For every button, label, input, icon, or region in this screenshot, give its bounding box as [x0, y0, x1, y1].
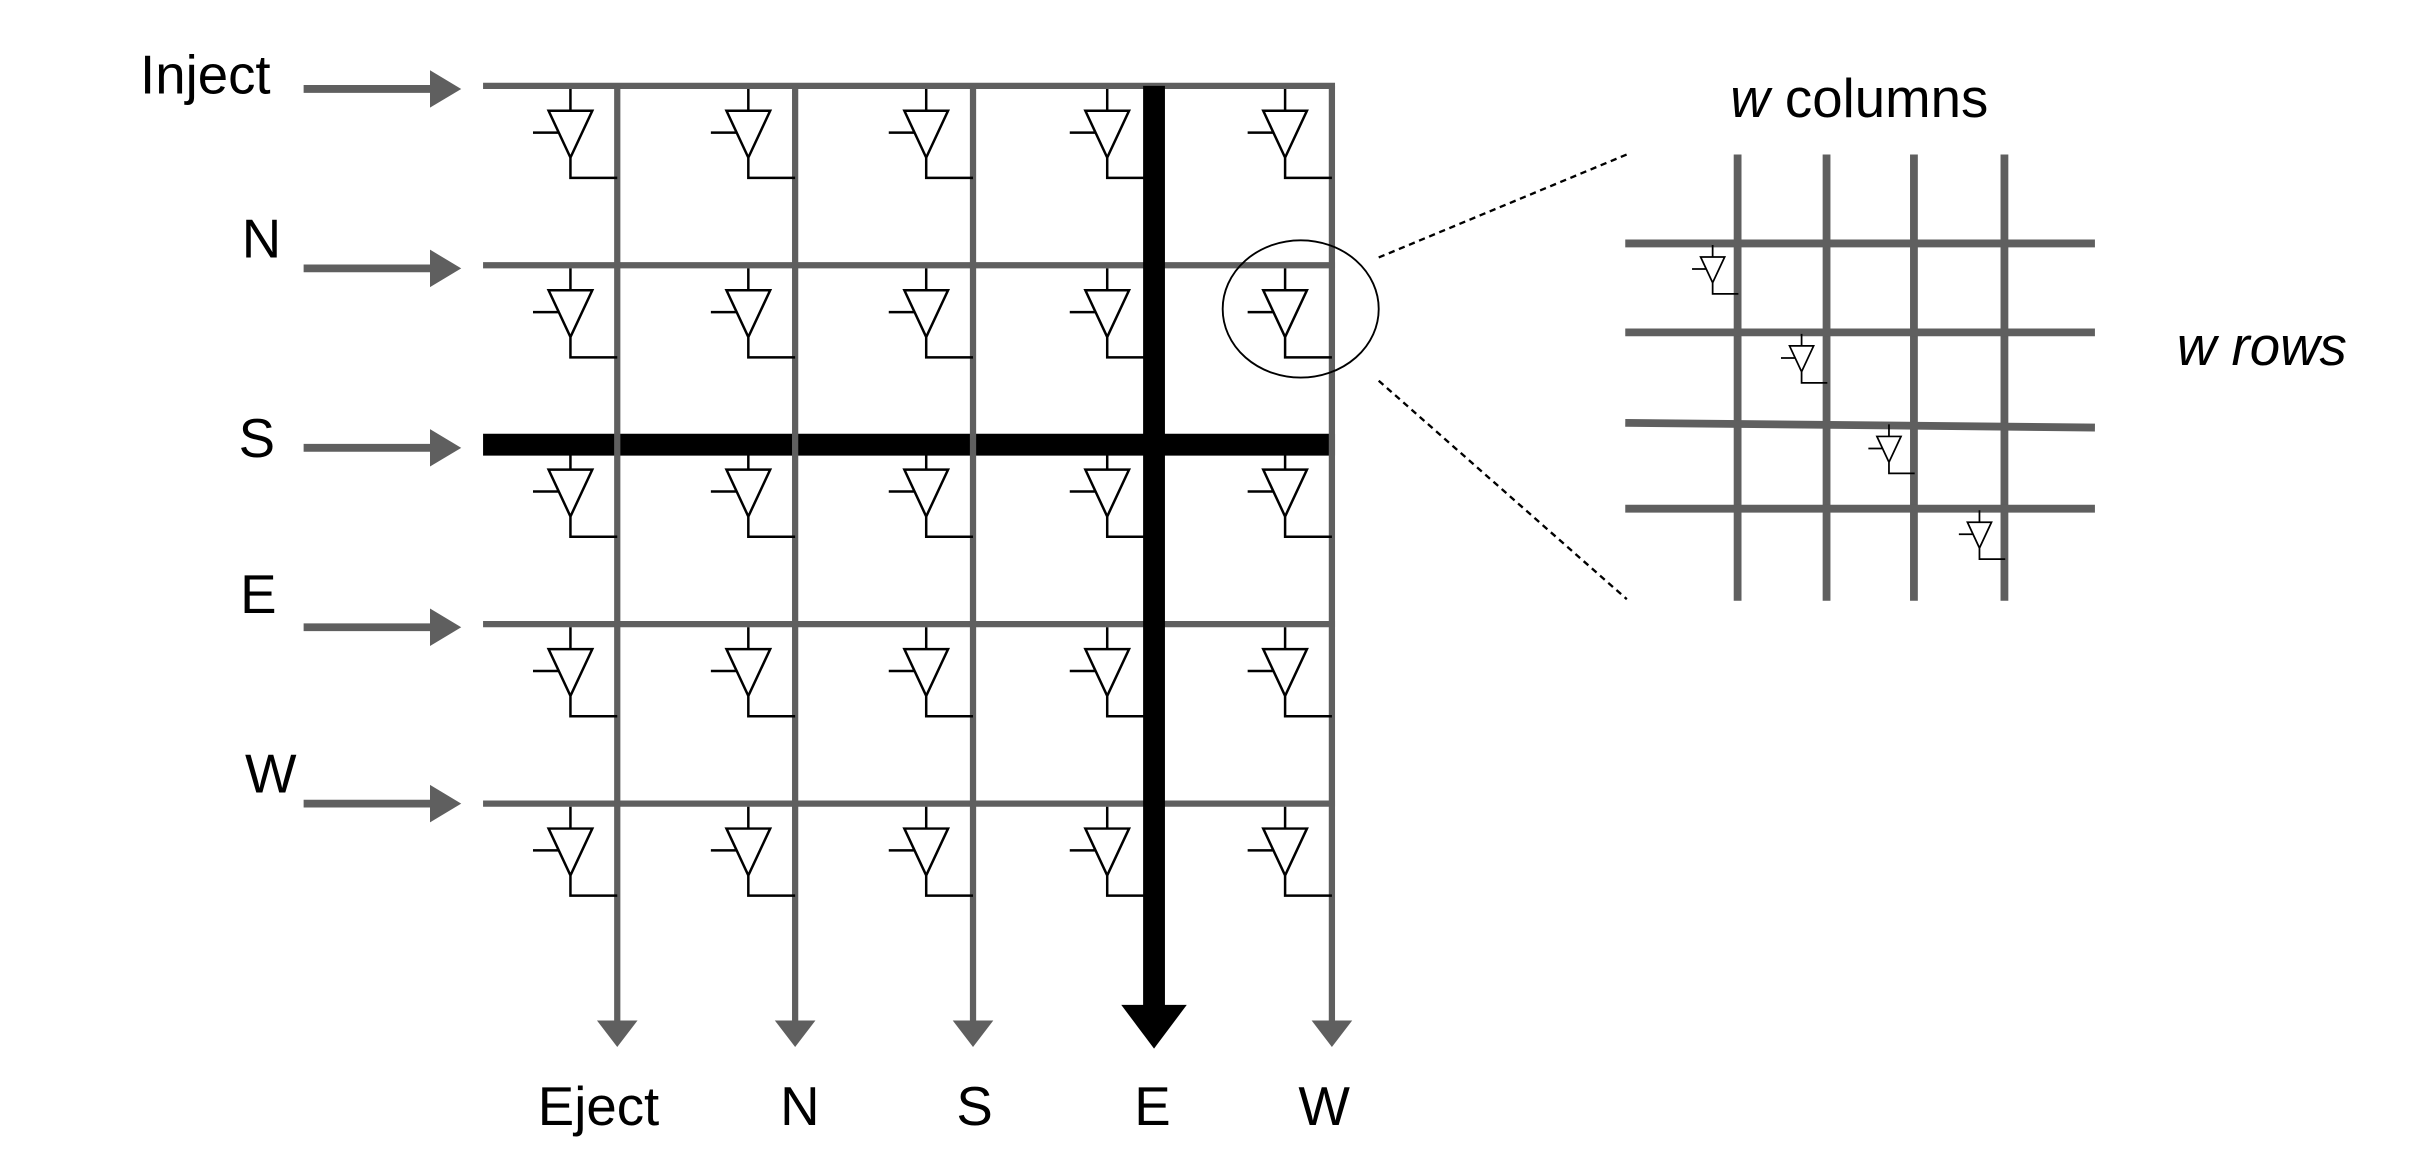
input-arrowhead-n: [430, 249, 462, 288]
crosspoint-switch: [888, 447, 974, 539]
zoom-line-bottom: [1377, 379, 1628, 601]
crosspoint-switch: [888, 88, 974, 180]
zoom-circle: [1221, 239, 1380, 379]
input-arrowhead-e: [430, 608, 462, 646]
output-label-n: N: [780, 1076, 819, 1137]
crosspoint-switch: [1247, 447, 1332, 539]
crosspoint-switch: [532, 268, 618, 359]
detail-switch: [1868, 424, 1915, 475]
input-arrowhead-s: [430, 429, 462, 467]
crosspoint-switch: [1069, 268, 1155, 359]
input-label-s: S: [239, 408, 275, 469]
zoom-callout: [1221, 153, 1628, 601]
crosspoint-switch: [710, 447, 796, 539]
crosspoint-switch: [1247, 268, 1332, 359]
crosspoint-switch: [532, 88, 618, 180]
crossbar-grid: [483, 82, 1336, 1024]
crosspoint-switch: [888, 627, 974, 718]
columns-var: w: [1730, 68, 1773, 129]
crosspoint-switch: [532, 806, 618, 897]
crosspoint-switch: [710, 806, 796, 897]
highlighted-output-arrowhead: [1121, 1004, 1187, 1049]
crosspoint-switch: [1069, 806, 1155, 897]
crosspoint-switch: [710, 268, 796, 359]
input-label-n: N: [242, 208, 281, 269]
crosspoint-switch: [710, 88, 796, 180]
output-label-eject: Eject: [538, 1076, 659, 1137]
crossbar-switches: [532, 88, 1332, 897]
input-label-inject: Inject: [140, 45, 271, 106]
crosspoint-switch: [1247, 88, 1332, 180]
crosspoint-switch: [1069, 88, 1155, 180]
detail-switch: [1780, 333, 1828, 384]
detail-switch: [1692, 244, 1739, 295]
switch-detail: [1625, 154, 2095, 601]
output-arrowhead: [1311, 1020, 1353, 1048]
rows-label: w rows: [2177, 316, 2347, 377]
columns-label: w columns: [1730, 68, 1988, 129]
output-arrowhead: [596, 1020, 638, 1048]
input-arrowhead-w: [430, 784, 462, 823]
output-label-s: S: [956, 1076, 992, 1137]
output-label-w: W: [1298, 1076, 1350, 1137]
columns-word-text: columns: [1785, 68, 1988, 129]
output-ports: Eject N S E W: [538, 1004, 1353, 1137]
crosspoint-switch: [532, 447, 618, 539]
input-label-w: W: [245, 744, 297, 805]
zoom-line-top: [1378, 153, 1628, 259]
input-label-e: E: [240, 564, 276, 625]
detail-switch: [1958, 510, 2006, 561]
input-arrowhead-inject: [430, 70, 462, 108]
crosspoint-switch: [532, 627, 618, 718]
crosspoint-switch: [1069, 627, 1155, 718]
crosspoint-switch: [1069, 447, 1155, 539]
crosspoint-switch: [1247, 806, 1332, 897]
detail-row-wire: [1625, 418, 2095, 432]
output-arrowhead: [952, 1020, 994, 1048]
crosspoint-switch: [1247, 627, 1332, 718]
crosspoint-switch: [710, 627, 796, 718]
output-label-e: E: [1134, 1076, 1170, 1137]
crosspoint-switch: [888, 806, 974, 897]
crosspoint-switch: [888, 268, 974, 359]
output-arrowhead: [774, 1020, 816, 1048]
